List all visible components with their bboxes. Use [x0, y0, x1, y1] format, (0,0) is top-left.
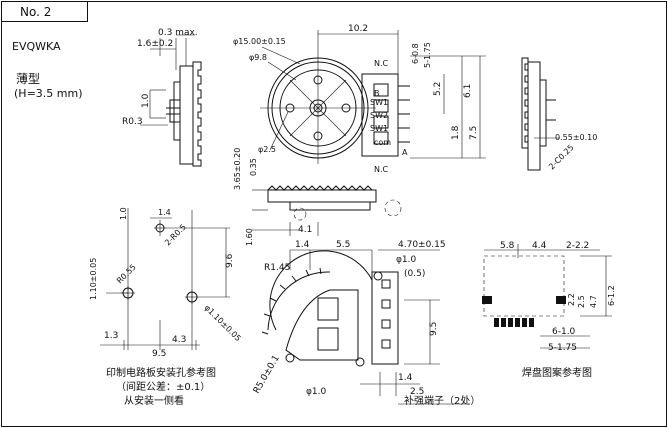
- land-dim-4-4: 4.4: [532, 241, 547, 251]
- dim-1-8: 1.8: [451, 125, 461, 140]
- right-view: 0.55±0.10 2-C0.25: [521, 57, 597, 172]
- dim-0-55: 0.55±0.10: [555, 133, 597, 142]
- land-dim-5-1-75: 5-1.75: [548, 343, 577, 353]
- rear-dim-4-70: 4.70±0.15: [398, 240, 446, 250]
- dim-1-6: 1.6±0.2: [137, 39, 173, 49]
- land-pad: [522, 318, 527, 327]
- land-dim-4-7: 4.7: [589, 295, 598, 308]
- pcb-caption-1: 印制电路板安装孔参考图: [106, 366, 216, 379]
- subtitle-cn: 薄型: [16, 71, 40, 86]
- pcb-dim-1-0: 1.0: [119, 207, 128, 220]
- pin-b: B: [374, 89, 380, 98]
- pcb-dim-4-3: 4.3: [172, 335, 186, 345]
- pcb-dim-1-4: 1.4: [158, 208, 171, 217]
- pcb-dim-9-6: 9.6: [225, 253, 235, 268]
- land-dim-6-1-2: 6-1.2: [607, 285, 616, 306]
- dim-4-1: 4.1: [298, 225, 312, 235]
- rear-dim-0-5: (0.5): [404, 269, 425, 279]
- pcb-dim-9-5: 9.5: [152, 349, 166, 359]
- land-pad: [501, 318, 506, 327]
- rear-dim-2-5: 2.5: [410, 387, 424, 397]
- pcb-dim-1-3: 1.3: [104, 331, 118, 341]
- dim-0-35: 0.35: [249, 158, 258, 176]
- land-pad: [494, 318, 499, 327]
- land-pattern-view: 5.8 4.4 2-2.2 2.2 2.5 4.7 6-1.2 6-1.0 5-…: [482, 241, 616, 379]
- pin-nc-bottom: N.C: [374, 165, 389, 174]
- dim-6-0-8: 6-0.8: [411, 43, 420, 64]
- pcb-dim-phi-1-10: φ1.10±0.05: [203, 303, 243, 343]
- dim-2-c0-25: 2-C0.25: [547, 143, 576, 172]
- number-tab: [1, 1, 88, 22]
- dim-7-5: 7.5: [469, 126, 479, 140]
- rear-note: 补强端子（2处）: [404, 394, 480, 407]
- front-view: 10.2 φ15.00±0.15 φ9.8 φ2.5 6-0.8 5-1.75 …: [233, 24, 486, 174]
- land-caption: 焊盘图案参考图: [522, 366, 592, 379]
- pin-sw1-bottom: SW1: [370, 124, 388, 133]
- dim-phi-2-5: φ2.5: [258, 145, 276, 154]
- pcb-hole-view: 1.0 1.4 2-R0.5 1.10±0.05 R0.55 9.6 φ1.10…: [89, 207, 243, 407]
- dim-5-1-75: 5-1.75: [423, 42, 432, 68]
- dim-phi-15: φ15.00±0.15: [233, 37, 286, 46]
- dim-10-2: 10.2: [348, 24, 368, 34]
- dim-r0-3: R0.3: [122, 117, 143, 127]
- land-dim-2-2: 2.2: [567, 293, 576, 306]
- pin-nc-top: N.C: [374, 59, 389, 68]
- dim-1-0: 1.0: [141, 93, 151, 108]
- side-view-left: 0.3 max. 1.6±0.2 1.0 R0.3: [122, 28, 202, 167]
- rear-dim-5-5: 5.5: [336, 240, 350, 250]
- land-dim-6-1-0: 6-1.0: [552, 327, 576, 337]
- land-dim-5-8: 5.8: [500, 241, 515, 251]
- land-dim-2-5: 2.5: [577, 295, 586, 308]
- pin-com: com: [374, 138, 391, 147]
- land-dim-2-2-2: 2-2.2: [566, 241, 589, 251]
- rear-dim-1-4-bottom: 1.4: [398, 373, 413, 383]
- bottom-view: 3.65±0.20 0.35 4.1 1.60: [233, 148, 402, 246]
- land-pad: [508, 318, 513, 327]
- pin-sw1-top: SW1: [370, 98, 388, 107]
- pcb-caption-3: 从安装一侧看: [124, 394, 184, 407]
- rear-dim-1-4: 1.4: [295, 240, 310, 250]
- rear-dim-phi-1-0-bottom: φ1.0: [306, 387, 327, 397]
- pcb-dim-2-r0-5: 2-R0.5: [163, 222, 188, 247]
- number-label: No. 2: [20, 5, 51, 19]
- rear-dim-r5-0: R5.0±0.1: [252, 354, 282, 396]
- dim-5-2: 5.2: [433, 82, 443, 96]
- rear-dim-9-5: 9.5: [429, 322, 439, 336]
- dim-0-3-max: 0.3 max.: [158, 28, 198, 38]
- pin-a: A: [402, 148, 408, 157]
- dim-phi-9-8: φ9.8: [249, 53, 267, 62]
- land-pad: [529, 318, 534, 327]
- pcb-dim-r0-55: R0.55: [115, 263, 138, 286]
- land-pad: [515, 318, 520, 327]
- pcb-dim-1-10: 1.10±0.05: [89, 258, 98, 300]
- rear-view: 1.4 5.5 4.70±0.15 φ1.0 (0.5) R1.45 9.5 R…: [252, 240, 480, 407]
- dim-3-65: 3.65±0.20: [233, 148, 242, 190]
- rear-dim-r1-45: R1.45: [264, 263, 290, 273]
- pin-sw2: SW2: [370, 111, 388, 120]
- rear-dim-phi-1-0-top: φ1.0: [396, 255, 417, 265]
- dim-1-60: 1.60: [245, 228, 254, 246]
- pcb-caption-2: （间距公差：±0.1）: [116, 380, 210, 393]
- dim-6-1: 6.1: [463, 84, 473, 98]
- land-pads: [494, 318, 534, 327]
- subtitle-height: (H=3.5 mm): [14, 87, 83, 100]
- model-name: EVQWKA: [12, 40, 61, 53]
